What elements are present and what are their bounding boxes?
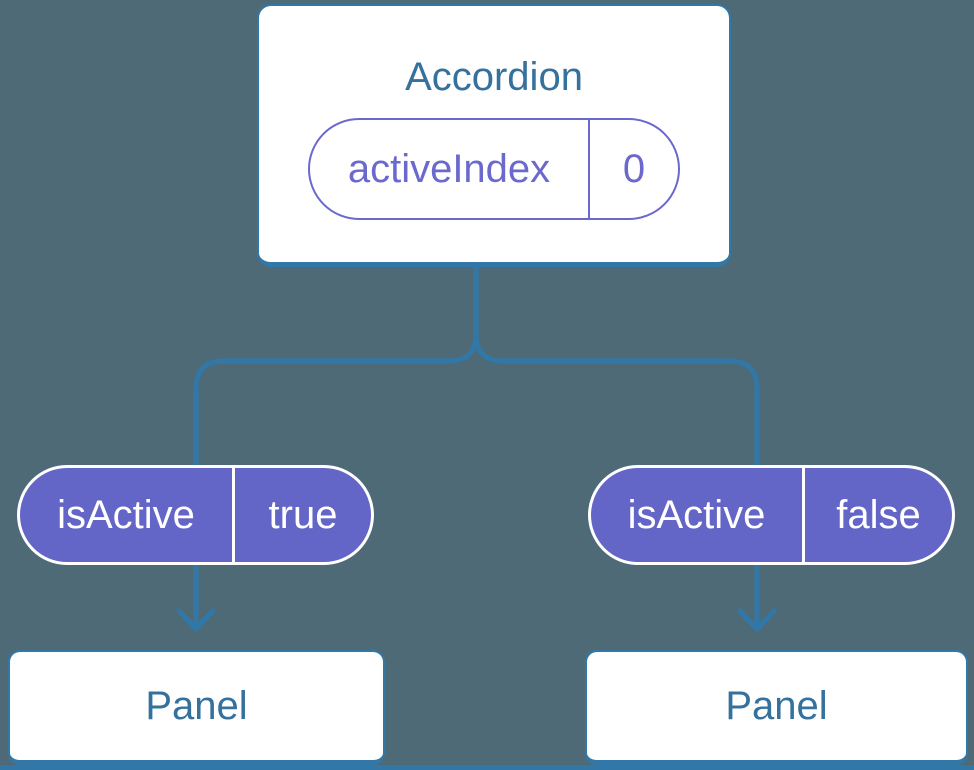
arrow-right — [737, 555, 777, 632]
prop-pill-isactive-false: isActive false — [588, 465, 955, 565]
state-pill-label: activeIndex — [347, 146, 551, 191]
prop-pill-value: true — [268, 492, 338, 537]
state-pill: activeIndex 0 — [308, 118, 680, 220]
bottom-divider — [0, 765, 974, 770]
prop-pill-divider — [232, 468, 235, 562]
branch-left-line — [193, 264, 479, 475]
prop-pill-isactive-true: isActive true — [17, 465, 374, 565]
prop-pill-value: false — [836, 492, 921, 537]
branch-right-line — [473, 264, 760, 475]
arrow-left — [176, 555, 216, 632]
accordion-node: Accordion activeIndex 0 — [257, 4, 731, 267]
state-pill-divider — [588, 120, 590, 218]
prop-pill-label: isActive — [627, 492, 766, 537]
panel-node-left: Panel — [8, 650, 385, 765]
panel-title: Panel — [145, 683, 248, 728]
panel-title: Panel — [725, 683, 828, 728]
prop-pill-divider — [802, 468, 805, 562]
state-pill-value: 0 — [622, 146, 646, 191]
accordion-title: Accordion — [405, 55, 583, 99]
prop-pill-label: isActive — [57, 492, 195, 537]
panel-node-right: Panel — [585, 650, 968, 765]
